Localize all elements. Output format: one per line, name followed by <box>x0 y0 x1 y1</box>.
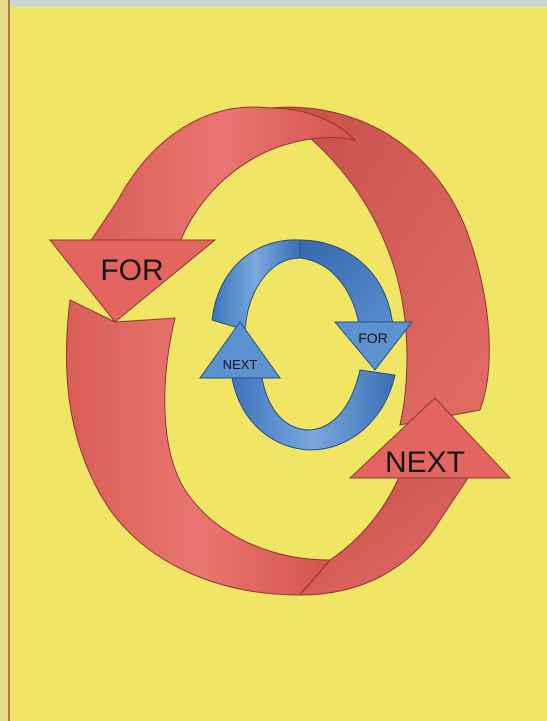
outer-for-label: FOR <box>100 254 163 287</box>
inner-loop-back-band <box>300 240 398 330</box>
inner-loop-bottom-band <box>232 370 395 450</box>
outer-loop-left-band <box>66 300 330 595</box>
inner-for-label: FOR <box>358 330 388 346</box>
outer-next-label: NEXT <box>385 446 465 479</box>
inner-loop-top-band <box>212 240 300 330</box>
outer-loop-bottom-band <box>300 475 470 595</box>
outer-loop-top-band <box>90 107 355 242</box>
inner-next-label: NEXT <box>223 357 258 372</box>
